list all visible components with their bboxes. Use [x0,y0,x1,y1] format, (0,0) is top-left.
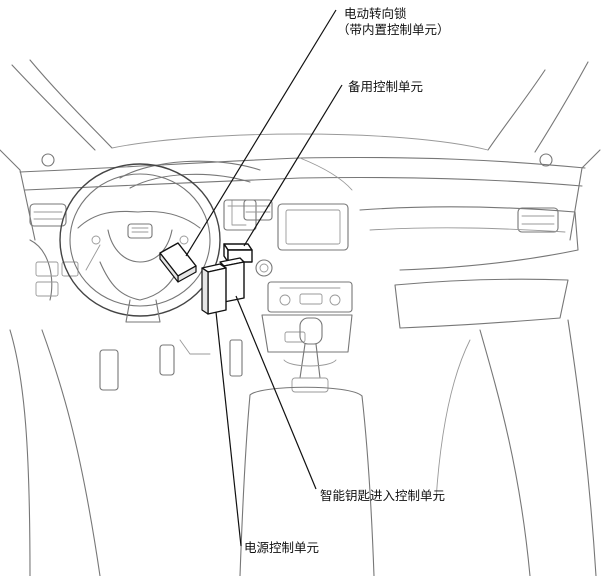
eps-lock-unit [159,242,197,283]
leader-lines [185,9,343,547]
center-stack [239,199,375,577]
power-unit [201,263,227,315]
label-eps-lock-line1: 电动转向锁 [344,6,407,21]
labels: 电动转向锁 （带内置控制单元） 备用控制单元 智能钥匙进入控制单元 电源控制单元 [244,6,450,555]
instrument-cluster [119,160,261,231]
leader-power-unit [215,311,242,547]
leader-eps-lock [185,9,337,257]
passenger-footwell [435,319,597,577]
label-eps-lock-line2: （带内置控制单元） [337,22,450,37]
label-smart-entry-unit: 智能钥匙进入控制单元 [320,488,445,503]
leader-smart-entry [235,295,317,490]
leader-backup-unit [243,84,343,247]
cabin-outline [0,59,601,241]
dashboard [19,153,586,329]
label-power-unit: 电源控制单元 [244,540,319,555]
label-backup-unit: 备用控制单元 [348,79,423,94]
driver-footwell [9,329,243,577]
